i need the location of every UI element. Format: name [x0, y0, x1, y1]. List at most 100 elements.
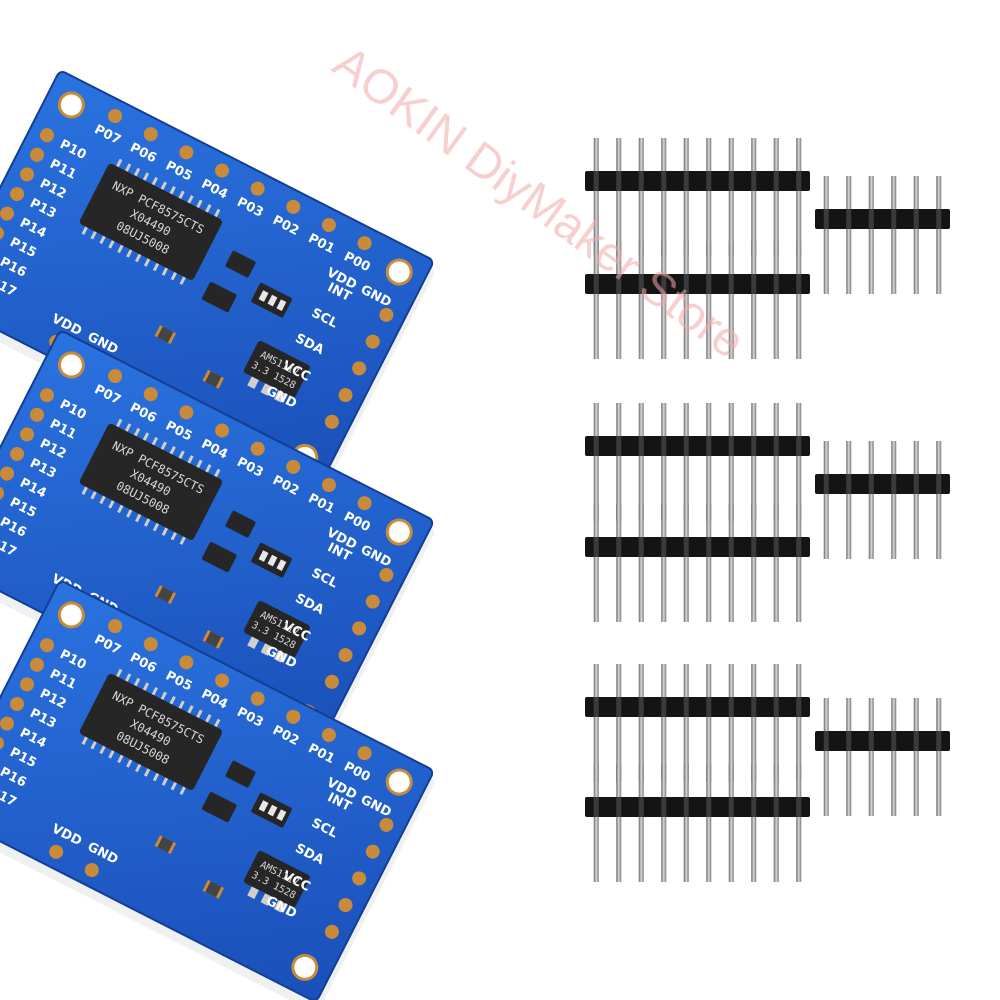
header-pin-socket: [661, 171, 667, 191]
header-pin-socket: [683, 537, 689, 557]
header-pin: [936, 441, 942, 559]
header-pin-socket: [773, 171, 779, 191]
header-pin-socket: [706, 697, 712, 717]
header-pin: [593, 138, 599, 256]
header-pin: [751, 403, 757, 521]
pin-header-10: [585, 241, 810, 359]
header-pin-socket: [706, 537, 712, 557]
header-pin-socket: [706, 274, 712, 294]
header-pin-socket: [638, 697, 644, 717]
header-pin: [823, 698, 829, 816]
header-pin: [616, 241, 622, 359]
header-pin: [936, 176, 942, 294]
header-pin: [616, 664, 622, 782]
header-pin: [706, 764, 712, 882]
header-pin: [661, 138, 667, 256]
header-pin: [796, 664, 802, 782]
header-pin: [683, 504, 689, 622]
header-pin-socket: [823, 731, 829, 751]
header-pin: [846, 698, 852, 816]
header-pin-socket: [796, 274, 802, 294]
header-pin-socket: [661, 274, 667, 294]
header-pin-socket: [593, 537, 599, 557]
header-pin-socket: [616, 537, 622, 557]
header-base: [815, 209, 950, 229]
header-pin-socket: [683, 797, 689, 817]
header-pin: [823, 176, 829, 294]
header-pin: [751, 504, 757, 622]
header-pin: [706, 138, 712, 256]
pcb-board-3: P10P11P12P13P14P15P16P17P07P06P05P04P03P…: [0, 578, 442, 1000]
header-base: [815, 731, 950, 751]
header-pin-socket: [913, 474, 919, 494]
header-pin: [913, 176, 919, 294]
header-pin-socket: [661, 537, 667, 557]
header-pin-socket: [728, 537, 734, 557]
header-pin-socket: [868, 731, 874, 751]
header-pin: [796, 764, 802, 882]
pin-headers: [585, 138, 950, 882]
header-pin: [728, 504, 734, 622]
header-pin-socket: [846, 474, 852, 494]
header-pin-socket: [593, 436, 599, 456]
pin-header-6: [815, 698, 950, 816]
header-pin-socket: [638, 171, 644, 191]
header-pin-socket: [706, 436, 712, 456]
pcb-board-1: P10P11P12P13P14P15P16P17P07P06P05P04P03P…: [0, 68, 442, 506]
header-pin-socket: [751, 797, 757, 817]
header-pin: [913, 698, 919, 816]
header-pin-socket: [661, 797, 667, 817]
header-pin-socket: [936, 474, 942, 494]
header-pin-socket: [751, 436, 757, 456]
header-pin-socket: [796, 697, 802, 717]
header-pin-socket: [593, 697, 599, 717]
header-base: [815, 474, 950, 494]
header-pin-socket: [823, 474, 829, 494]
header-pin: [891, 441, 897, 559]
header-pin: [728, 764, 734, 882]
header-pin-socket: [638, 274, 644, 294]
header-pin-socket: [616, 274, 622, 294]
header-pin: [728, 138, 734, 256]
header-pin-socket: [796, 171, 802, 191]
header-pin: [868, 176, 874, 294]
header-pin-socket: [616, 436, 622, 456]
header-pin-socket: [751, 537, 757, 557]
header-pin: [706, 241, 712, 359]
header-pin: [638, 504, 644, 622]
header-pin: [773, 664, 779, 782]
header-pin-socket: [846, 209, 852, 229]
header-pin: [638, 664, 644, 782]
header-pin: [913, 441, 919, 559]
header-pin-socket: [913, 731, 919, 751]
header-pin: [593, 664, 599, 782]
header-pin: [728, 241, 734, 359]
header-pin: [868, 698, 874, 816]
header-pin: [616, 764, 622, 882]
header-pin-socket: [683, 274, 689, 294]
header-pin: [661, 241, 667, 359]
header-pin-socket: [683, 436, 689, 456]
header-pin: [728, 403, 734, 521]
header-pin-socket: [661, 697, 667, 717]
header-pin: [823, 441, 829, 559]
header-pin-socket: [683, 171, 689, 191]
header-pin-socket: [751, 697, 757, 717]
header-pin-socket: [728, 274, 734, 294]
header-pin: [773, 504, 779, 622]
pin-header-6: [815, 176, 950, 294]
header-pin: [796, 138, 802, 256]
pin-header-10: [585, 138, 810, 256]
pin-header-10: [585, 664, 810, 782]
header-pin: [751, 664, 757, 782]
header-pin: [796, 403, 802, 521]
header-pin-socket: [773, 697, 779, 717]
header-pin: [846, 441, 852, 559]
pin-header-10: [585, 403, 810, 521]
header-pin: [661, 764, 667, 882]
header-pin-socket: [616, 797, 622, 817]
header-pin: [868, 441, 874, 559]
header-pin-socket: [638, 436, 644, 456]
header-pin-socket: [913, 209, 919, 229]
